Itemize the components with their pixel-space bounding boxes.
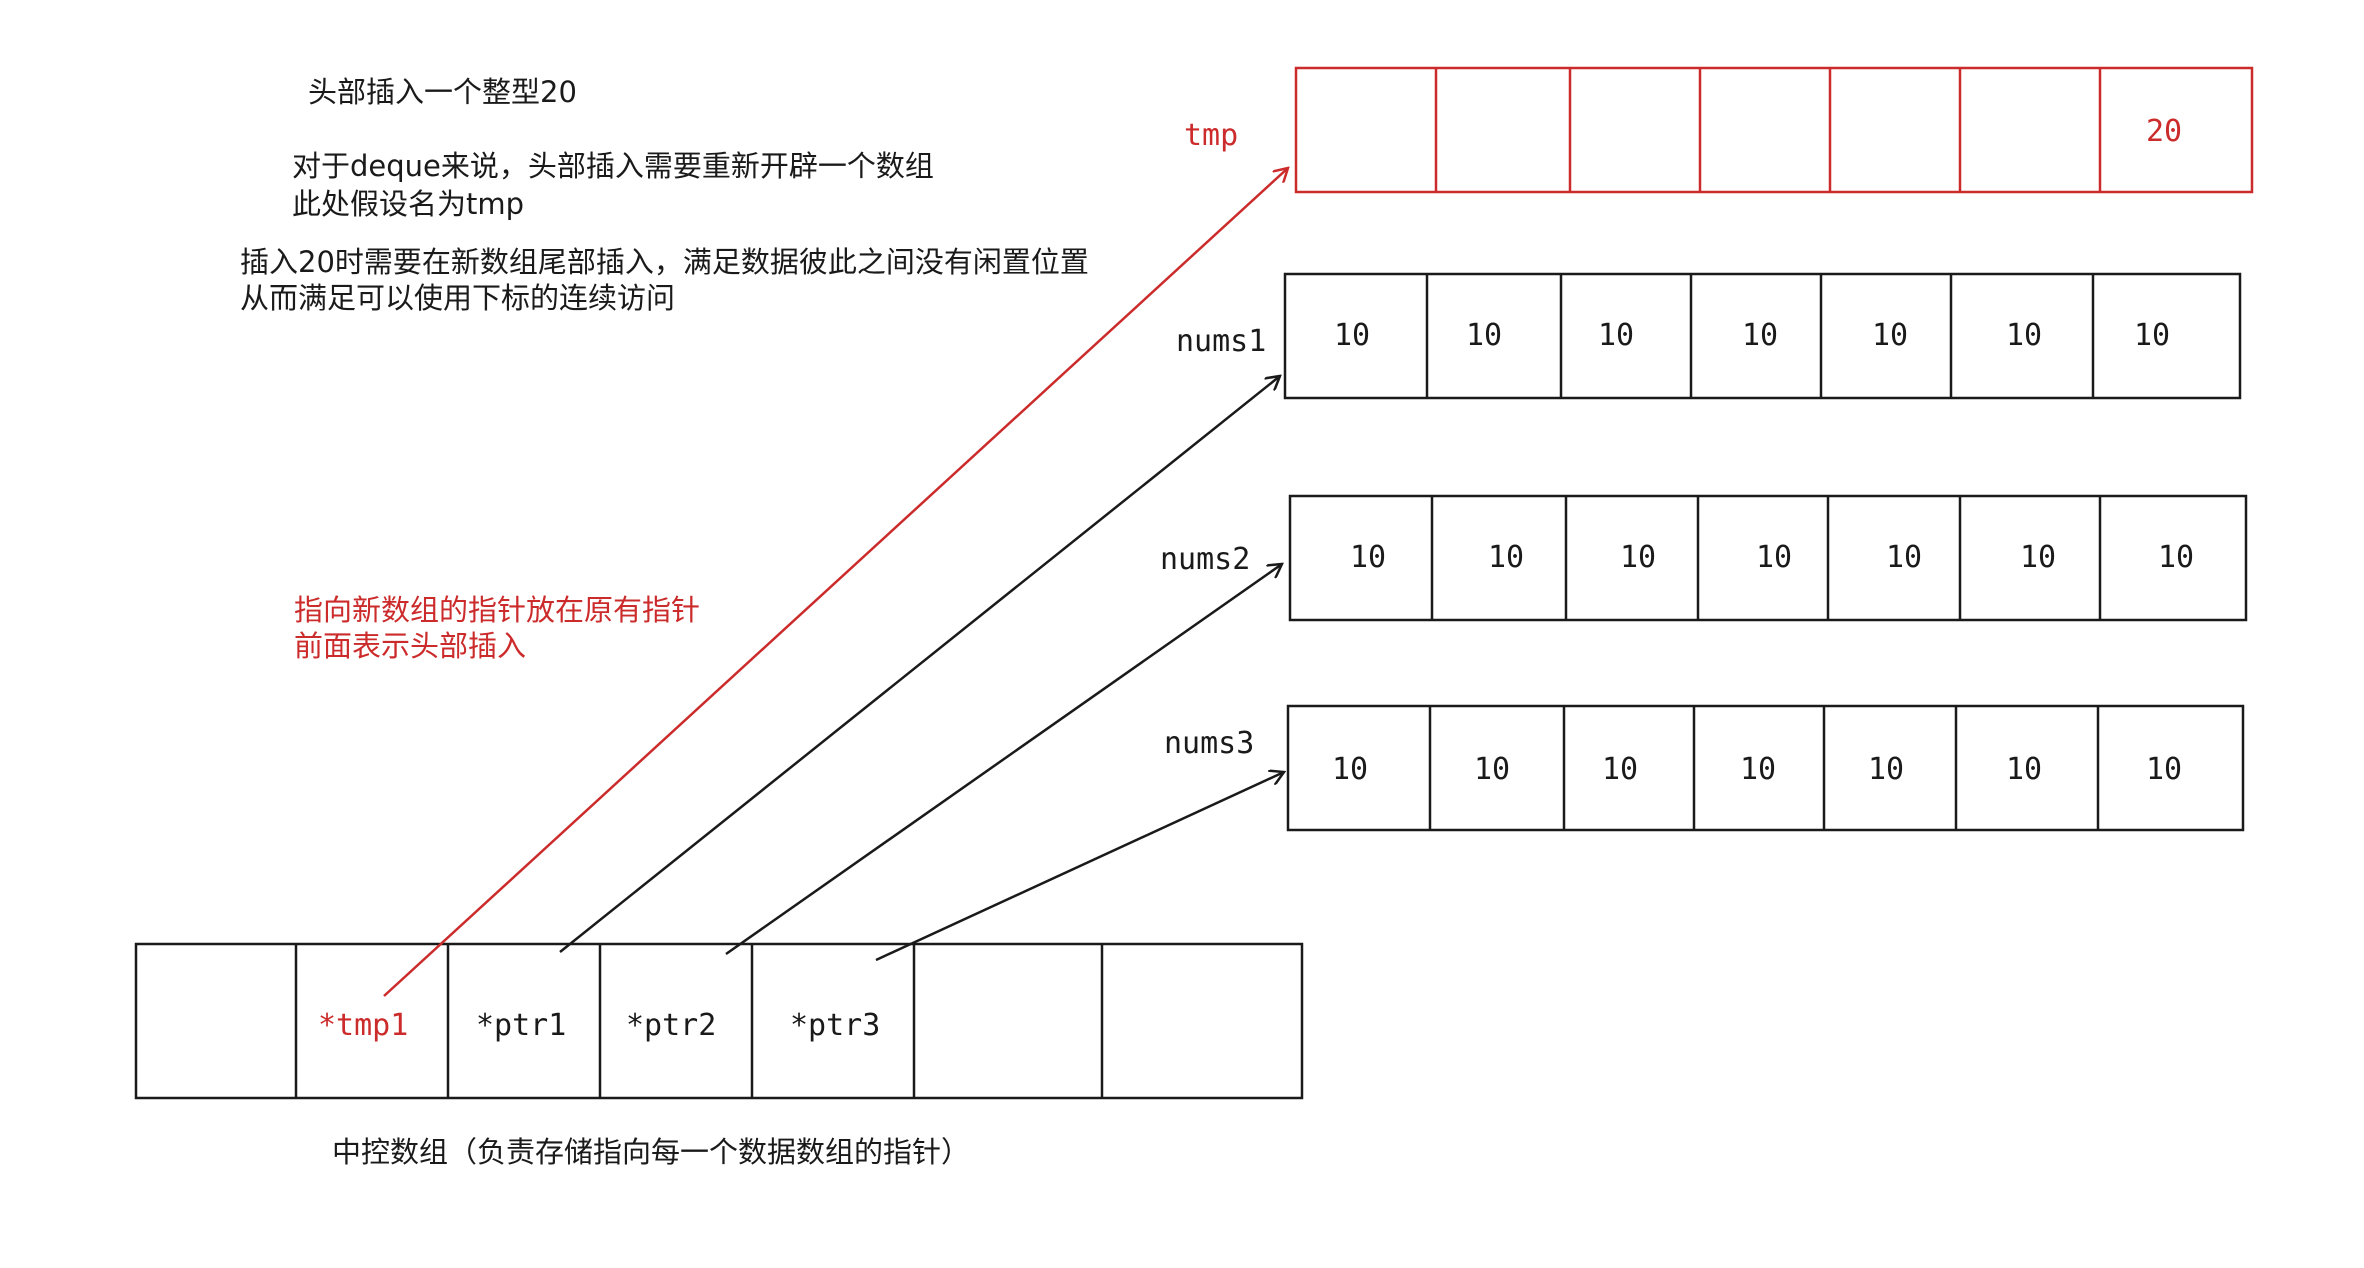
nums1-cell-value: 10 <box>1466 318 1503 353</box>
nums3-cell-value: 10 <box>1740 752 1777 787</box>
note-title: 头部插入一个整型20 <box>308 75 577 109</box>
nums3-cell-value: 10 <box>2006 752 2043 787</box>
control-cell-ptr3: *ptr3 <box>790 1008 881 1043</box>
note-para2-line2: 从而满足可以使用下标的连续访问 <box>240 281 676 315</box>
note-para1-line1: 对于deque来说，头部插入需要重新开辟一个数组 <box>292 149 934 183</box>
nums2-cell-value: 10 <box>1886 540 1923 575</box>
nums1-cell-value: 10 <box>2134 318 2171 353</box>
control-array <box>134 942 1304 1100</box>
nums2-cell-value: 10 <box>1620 540 1657 575</box>
nums3-cell-value: 10 <box>2146 752 2183 787</box>
arrow-ptr2-to-nums2 <box>725 564 1282 956</box>
array-name-nums1: nums1 <box>1176 324 1267 359</box>
arrow-ptr1-to-nums1 <box>559 376 1280 953</box>
control-cell-ptr2: *ptr2 <box>626 1008 717 1043</box>
nums2-cell-value: 10 <box>2020 540 2057 575</box>
nums2-cell-value: 10 <box>1756 540 1793 575</box>
array-name-nums3: nums3 <box>1164 726 1255 761</box>
control-cell-tmp1: *tmp1 <box>318 1008 409 1043</box>
nums2-cell-value: 10 <box>2158 540 2195 575</box>
nums3-cell-value: 10 <box>1332 752 1369 787</box>
nums3-cell-value: 10 <box>1474 752 1511 787</box>
nums1-cell-value: 10 <box>1872 318 1909 353</box>
control-caption: 中控数组（负责存储指向每一个数据数组的指针） <box>332 1135 971 1169</box>
nums3-cell-value: 10 <box>1602 752 1639 787</box>
arrow-ptr3-to-nums3 <box>875 772 1284 962</box>
array-nums2 <box>1288 494 2248 622</box>
nums1-cell-value: 10 <box>1598 318 1635 353</box>
arrow-tmp1-to-tmp <box>383 168 1288 997</box>
nums1-cell-value: 10 <box>1334 318 1371 353</box>
nums2-cell-value: 10 <box>1350 540 1387 575</box>
array-name-tmp: tmp <box>1184 118 1239 153</box>
array-tmp <box>1294 66 2254 194</box>
tmp-cell-value: 20 <box>2146 114 2183 149</box>
array-nums3 <box>1286 704 2245 832</box>
nums3-cell-value: 10 <box>1868 752 1905 787</box>
note-para2-line1: 插入20时需要在新数组尾部插入，满足数据彼此之间没有闲置位置 <box>240 245 1089 279</box>
nums1-cell-value: 10 <box>2006 318 2043 353</box>
note-red-line1: 指向新数组的指针放在原有指针 <box>294 593 701 627</box>
note-para1-line2: 此处假设名为tmp <box>292 187 525 221</box>
note-red-line2: 前面表示头部插入 <box>294 629 527 663</box>
nums2-cell-value: 10 <box>1488 540 1525 575</box>
array-nums1 <box>1283 272 2242 400</box>
control-cell-ptr1: *ptr1 <box>476 1008 567 1043</box>
array-name-nums2: nums2 <box>1160 542 1251 577</box>
nums1-cell-value: 10 <box>1742 318 1779 353</box>
